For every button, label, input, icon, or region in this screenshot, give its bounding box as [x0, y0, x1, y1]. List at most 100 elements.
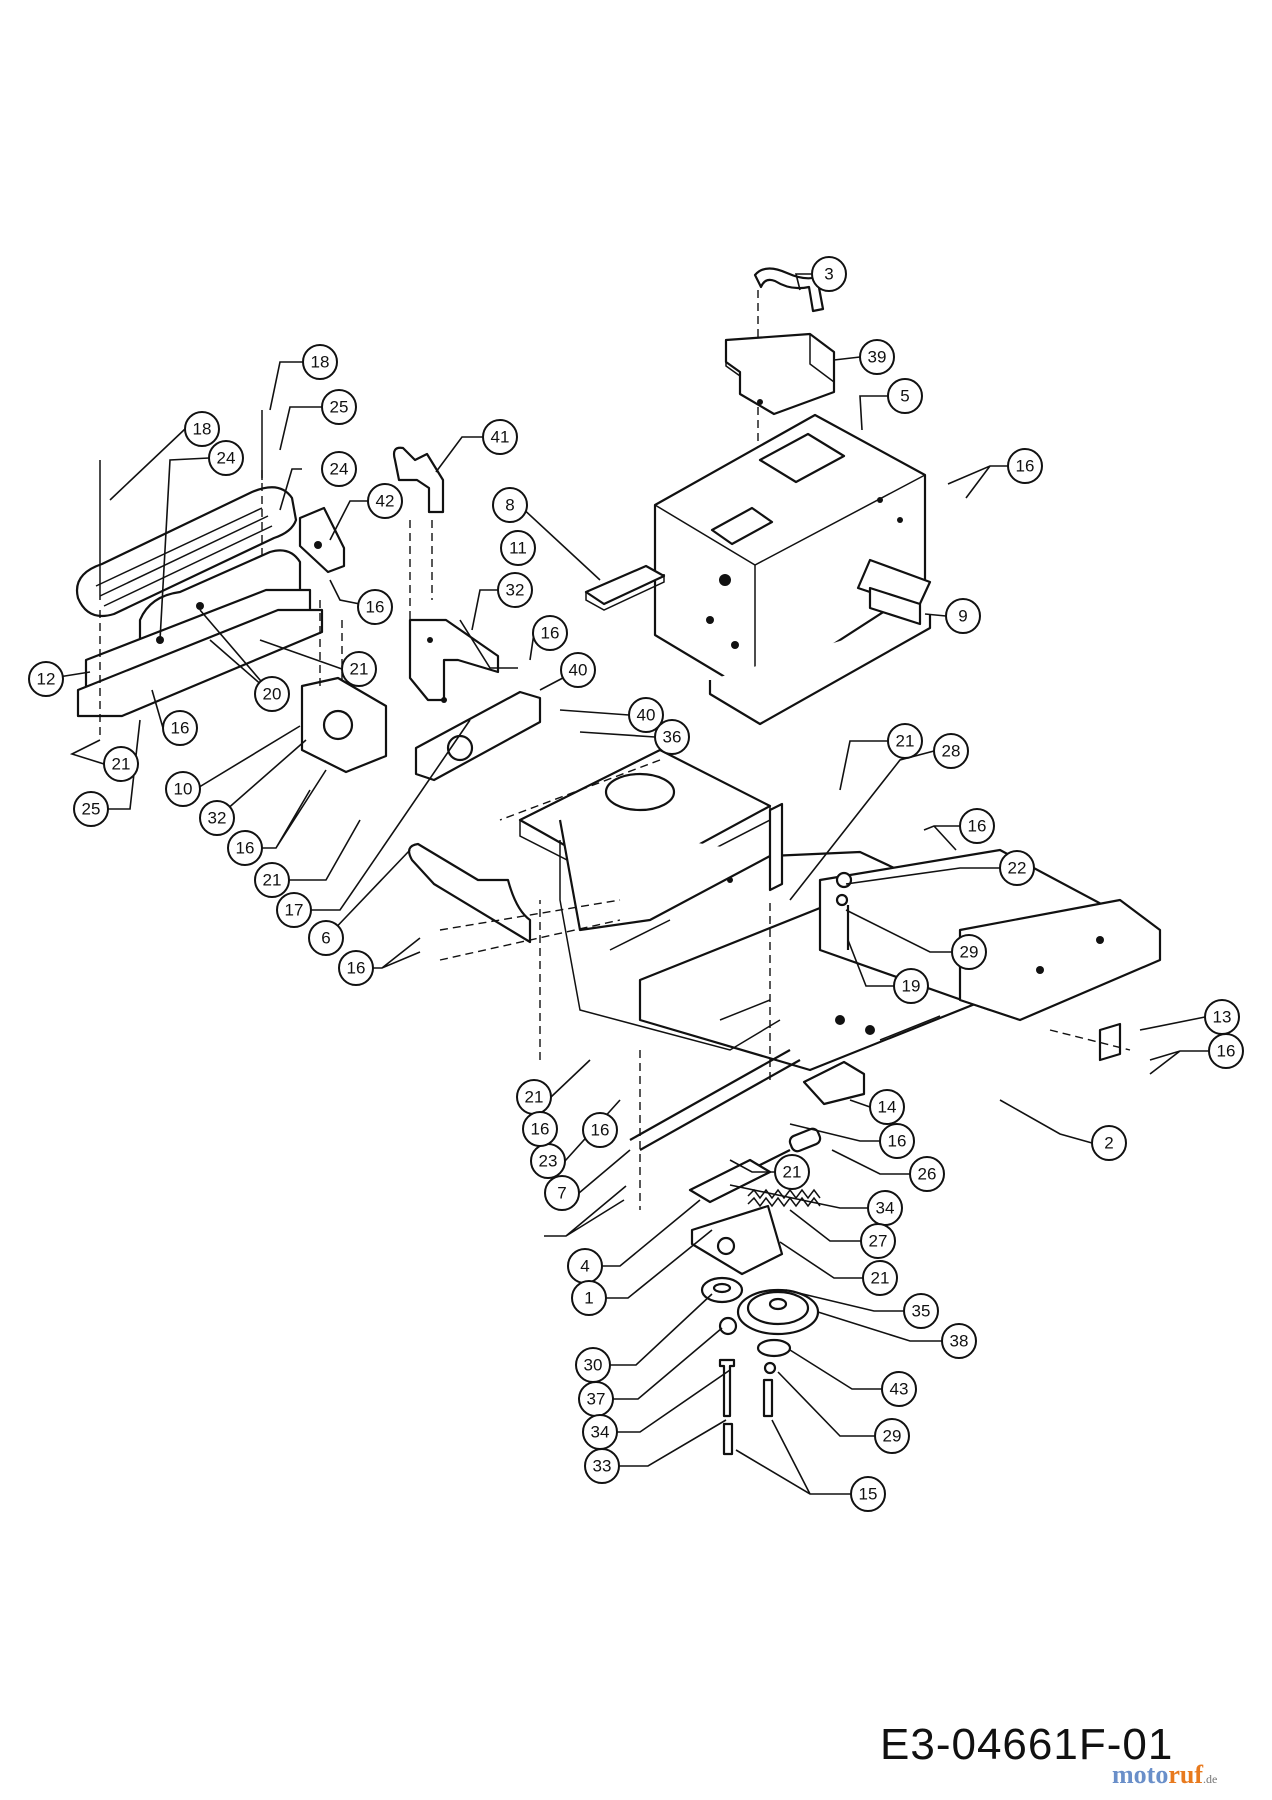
svg-text:21: 21 [896, 732, 915, 751]
svg-text:17: 17 [285, 901, 304, 920]
part-bracket-42 [298, 506, 346, 574]
svg-text:29: 29 [883, 1427, 902, 1446]
svg-text:16: 16 [366, 598, 385, 617]
callout-20: 20 [254, 676, 290, 712]
callout-13: 13 [1204, 999, 1240, 1035]
callout-40: 40 [560, 652, 596, 688]
svg-text:37: 37 [587, 1390, 606, 1409]
callout-16: 16 [1007, 448, 1043, 484]
svg-text:29: 29 [960, 943, 979, 962]
part-illustrations [75, 267, 1162, 1456]
svg-text:32: 32 [506, 581, 525, 600]
callout-34: 34 [582, 1414, 618, 1450]
svg-text:20: 20 [263, 685, 282, 704]
callout-18: 18 [184, 411, 220, 447]
part-bracket-6 [408, 842, 532, 944]
callout-16: 16 [1208, 1033, 1244, 1069]
svg-text:8: 8 [505, 496, 514, 515]
callout-11: 11 [500, 530, 536, 566]
part-housing-box [653, 413, 932, 726]
callout-2: 2 [1091, 1125, 1127, 1161]
svg-text:34: 34 [876, 1199, 895, 1218]
callout-21: 21 [862, 1260, 898, 1296]
svg-text:5: 5 [900, 387, 909, 406]
callout-8: 8 [492, 487, 528, 523]
assembly-dashed-lines [439, 759, 1131, 1080]
part-mount-plate-11 [408, 618, 500, 703]
callout-21: 21 [516, 1079, 552, 1115]
callout-21: 21 [341, 651, 377, 687]
svg-text:16: 16 [1217, 1042, 1236, 1061]
callout-24: 24 [208, 440, 244, 476]
callout-25: 25 [321, 389, 357, 425]
callout-16: 16 [227, 830, 263, 866]
callout-23: 23 [530, 1143, 566, 1179]
svg-text:38: 38 [950, 1332, 969, 1351]
callout-29: 29 [874, 1418, 910, 1454]
svg-text:34: 34 [591, 1423, 610, 1442]
callout-16: 16 [959, 808, 995, 844]
part-belt-keeper [756, 1338, 792, 1375]
svg-text:23: 23 [539, 1152, 558, 1171]
callout-28: 28 [933, 733, 969, 769]
svg-text:16: 16 [591, 1121, 610, 1140]
watermark-part1: moto [1112, 1760, 1169, 1789]
part-bracket-13 [1098, 1022, 1122, 1062]
svg-text:21: 21 [525, 1088, 544, 1107]
svg-text:16: 16 [171, 719, 190, 738]
callout-19: 19 [893, 968, 929, 1004]
callout-21: 21 [774, 1154, 810, 1190]
svg-text:11: 11 [509, 539, 527, 558]
callout-32: 32 [497, 572, 533, 608]
svg-text:9: 9 [958, 607, 967, 626]
callout-16: 16 [357, 589, 393, 625]
svg-text:35: 35 [912, 1302, 931, 1321]
svg-text:12: 12 [37, 670, 56, 689]
callout-29: 29 [951, 934, 987, 970]
svg-text:39: 39 [868, 348, 887, 367]
callout-5: 5 [887, 378, 923, 414]
svg-text:43: 43 [890, 1380, 909, 1399]
leader-lines [45, 273, 1209, 1495]
svg-text:27: 27 [869, 1232, 888, 1251]
svg-text:16: 16 [236, 839, 255, 858]
callout-35: 35 [903, 1293, 939, 1329]
part-bracket-9 [868, 586, 922, 626]
svg-text:16: 16 [541, 624, 560, 643]
callout-9: 9 [945, 598, 981, 634]
svg-text:30: 30 [584, 1356, 603, 1375]
callout-21: 21 [254, 862, 290, 898]
svg-text:15: 15 [859, 1485, 878, 1504]
svg-text:42: 42 [376, 492, 395, 511]
callout-16: 16 [162, 710, 198, 746]
svg-text:13: 13 [1213, 1008, 1232, 1027]
svg-text:21: 21 [783, 1163, 802, 1182]
svg-text:28: 28 [942, 742, 961, 761]
part-rod-7 [629, 1049, 801, 1210]
svg-text:21: 21 [263, 871, 282, 890]
callout-4: 4 [567, 1248, 603, 1284]
callout-21: 21 [103, 746, 139, 782]
document-code: E3-04661F-01 [880, 1720, 1174, 1769]
svg-text:25: 25 [82, 800, 101, 819]
watermark-logo: motoruf.de [1112, 1760, 1217, 1790]
callout-33: 33 [584, 1448, 620, 1484]
callout-32: 32 [199, 800, 235, 836]
callout-12: 12 [28, 661, 64, 697]
part-pivot-bracket-10 [300, 600, 388, 774]
callout-21: 21 [887, 723, 923, 759]
callout-26: 26 [909, 1156, 945, 1192]
part-hardware-frame [768, 802, 853, 950]
svg-text:1: 1 [584, 1289, 593, 1308]
callout-43: 43 [881, 1371, 917, 1407]
callout-10: 10 [165, 771, 201, 807]
svg-text:3: 3 [824, 265, 833, 284]
part-cover-plate [724, 332, 836, 416]
svg-text:26: 26 [918, 1165, 937, 1184]
svg-text:4: 4 [580, 1257, 589, 1276]
callout-16: 16 [532, 615, 568, 651]
callout-16: 16 [522, 1111, 558, 1147]
callout-37: 37 [578, 1381, 614, 1417]
part-idler-arm [688, 1158, 784, 1276]
